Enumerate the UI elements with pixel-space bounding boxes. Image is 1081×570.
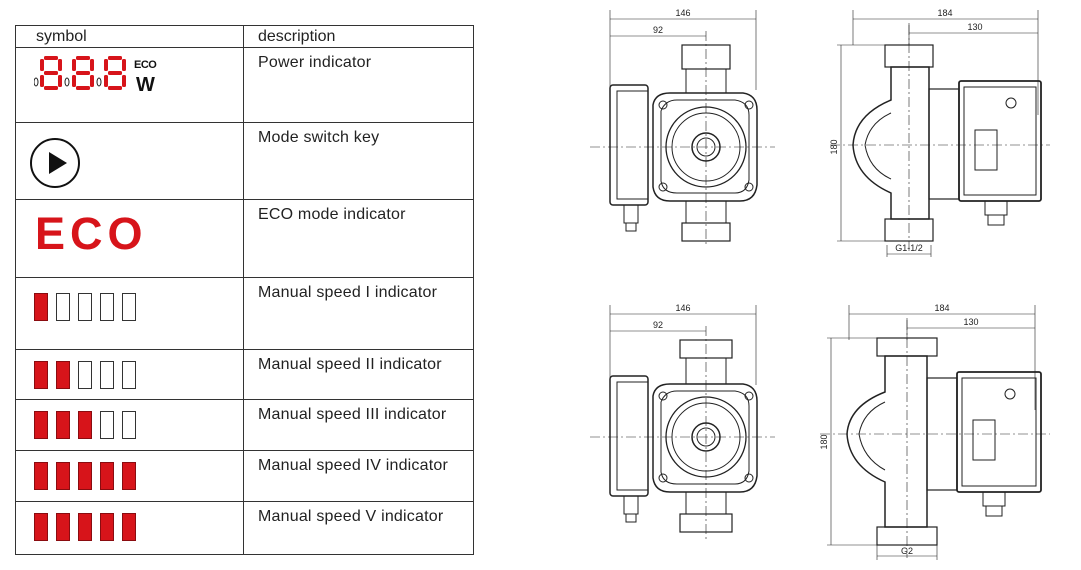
eco-label-small: ECO xyxy=(134,59,157,71)
speed-bar-lit xyxy=(78,513,92,541)
table-row: Mode switch key xyxy=(15,122,474,200)
speed-bar-lit xyxy=(34,411,48,439)
speed-bar-unlit xyxy=(100,361,114,389)
speed-bar-lit xyxy=(56,361,70,389)
display-segment xyxy=(104,59,108,71)
display-segment xyxy=(104,75,108,87)
speed-bar-lit xyxy=(56,513,70,541)
speed-bar-lit xyxy=(56,462,70,490)
row-description: Manual speed IV indicator xyxy=(243,450,474,502)
pump-side-view-bottom: 184 130 180 G2 xyxy=(819,303,1050,560)
speed-bars xyxy=(34,513,136,541)
speed-bar-unlit xyxy=(100,293,114,321)
watt-unit-label: W xyxy=(136,74,155,96)
speed-bar-lit xyxy=(100,462,114,490)
dimension-130: 130 xyxy=(963,317,978,327)
speed-bars xyxy=(34,411,136,439)
seven-segment-display xyxy=(34,56,126,90)
table-row: Manual speed III indicator xyxy=(15,399,474,451)
dimension-180: 180 xyxy=(819,434,829,449)
speed-bar-lit xyxy=(34,513,48,541)
speed-bar-unlit xyxy=(56,293,70,321)
display-segment xyxy=(108,56,122,60)
row-description: Manual speed V indicator xyxy=(243,501,474,555)
dimension-146: 146 xyxy=(675,303,690,313)
display-segment xyxy=(90,59,94,71)
display-segment xyxy=(122,59,126,71)
display-segment xyxy=(108,71,122,75)
table-header-row: symbol description xyxy=(15,25,474,48)
speed-bars xyxy=(34,361,136,389)
speed-bar-unlit xyxy=(78,293,92,321)
speed-bar-unlit xyxy=(122,411,136,439)
eco-indicator: ECO xyxy=(35,208,148,259)
display-segment xyxy=(76,71,90,75)
speed-bars xyxy=(34,462,136,490)
display-segment xyxy=(44,56,58,60)
table-row: Manual speed IV indicator xyxy=(15,450,474,502)
speed-bar-lit xyxy=(56,411,70,439)
thread-label-g2: G2 xyxy=(901,546,913,556)
pump-front-view-top: 146 92 xyxy=(590,8,775,245)
display-segment xyxy=(40,75,44,87)
display-segment xyxy=(90,75,94,87)
thread-label-g1-1-2: G1-1/2 xyxy=(895,243,923,253)
dimension-130: 130 xyxy=(967,22,982,32)
row-description: Power indicator xyxy=(243,47,474,123)
play-icon xyxy=(30,138,80,188)
decimal-point xyxy=(34,77,39,87)
display-segment xyxy=(72,59,76,71)
speed-bar-lit xyxy=(122,462,136,490)
dimension-92: 92 xyxy=(653,320,663,330)
speed-bar-lit xyxy=(34,293,48,321)
speed-bar-unlit xyxy=(100,411,114,439)
display-segment xyxy=(44,86,58,90)
dimension-146: 146 xyxy=(675,8,690,18)
speed-bar-lit xyxy=(34,361,48,389)
display-segment xyxy=(40,59,44,71)
speed-bar-lit xyxy=(78,411,92,439)
row-description: Manual speed III indicator xyxy=(243,399,474,451)
table-row: Manual speed I indicator xyxy=(15,277,474,350)
display-segment xyxy=(76,86,90,90)
display-segment xyxy=(58,75,62,87)
header-description: description xyxy=(243,25,474,48)
speed-bar-unlit xyxy=(122,361,136,389)
dimension-184: 184 xyxy=(937,8,952,18)
speed-bar-lit xyxy=(34,462,48,490)
speed-bar-lit xyxy=(100,513,114,541)
speed-bar-unlit xyxy=(78,361,92,389)
heading-remnant xyxy=(0,0,270,6)
table-row: ECO W Power indicator xyxy=(15,47,474,123)
symbol-table: symbol description ECO W Power indicator… xyxy=(15,25,474,555)
row-description: Mode switch key xyxy=(243,122,474,200)
speed-bars xyxy=(34,293,136,321)
header-symbol: symbol xyxy=(15,25,244,48)
display-segment xyxy=(58,59,62,71)
dimension-180: 180 xyxy=(829,139,839,154)
pump-side-view-top: 184 130 180 G1-1/2 xyxy=(829,8,1050,257)
display-segment xyxy=(122,75,126,87)
table-row: Manual speed V indicator xyxy=(15,501,474,555)
decimal-point xyxy=(96,77,102,87)
table-row: ECO ECO mode indicator xyxy=(15,199,474,278)
display-segment xyxy=(76,56,90,60)
speed-bar-lit xyxy=(78,462,92,490)
dimension-92: 92 xyxy=(653,25,663,35)
speed-bar-lit xyxy=(122,513,136,541)
table-row: Manual speed II indicator xyxy=(15,349,474,400)
decimal-point xyxy=(64,77,70,87)
row-description: ECO mode indicator xyxy=(243,199,474,278)
power-symbol: ECO W xyxy=(15,47,244,123)
display-segment xyxy=(108,86,122,90)
display-segment xyxy=(44,71,58,75)
row-description: Manual speed II indicator xyxy=(243,349,474,400)
dimension-184: 184 xyxy=(934,303,949,313)
pump-front-view-bottom: 146 92 xyxy=(590,303,775,540)
display-segment xyxy=(72,75,76,87)
speed-bar-unlit xyxy=(122,293,136,321)
row-description: Manual speed I indicator xyxy=(243,277,474,350)
